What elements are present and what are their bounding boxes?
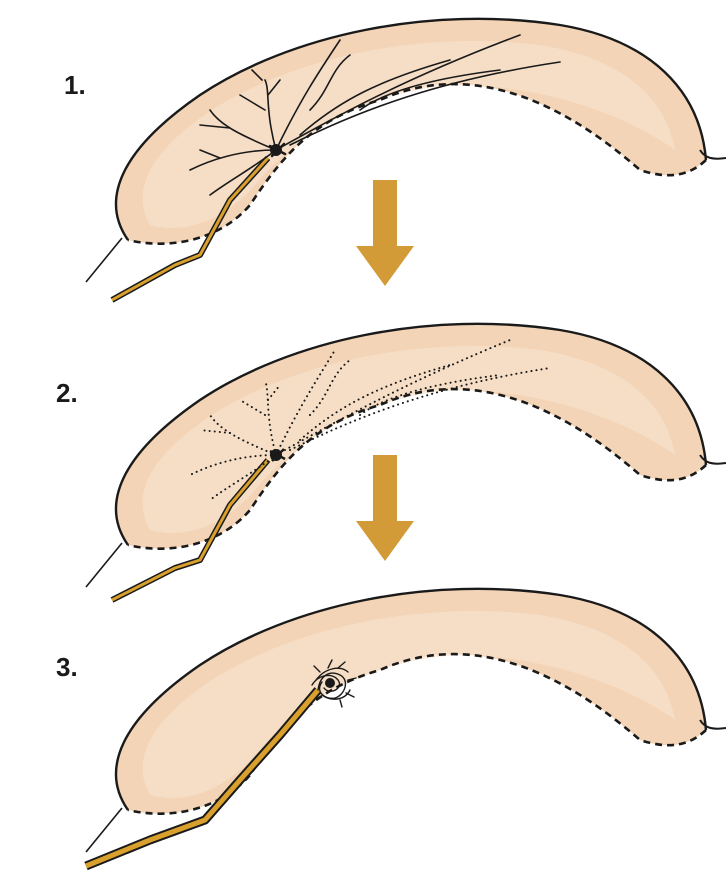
- arrow-2-to-3: [356, 455, 414, 561]
- stage-2-body: [86, 324, 726, 587]
- stage-3-body: [86, 589, 726, 852]
- arrow-1-to-2: [356, 180, 414, 286]
- stage-1-body: [86, 19, 726, 282]
